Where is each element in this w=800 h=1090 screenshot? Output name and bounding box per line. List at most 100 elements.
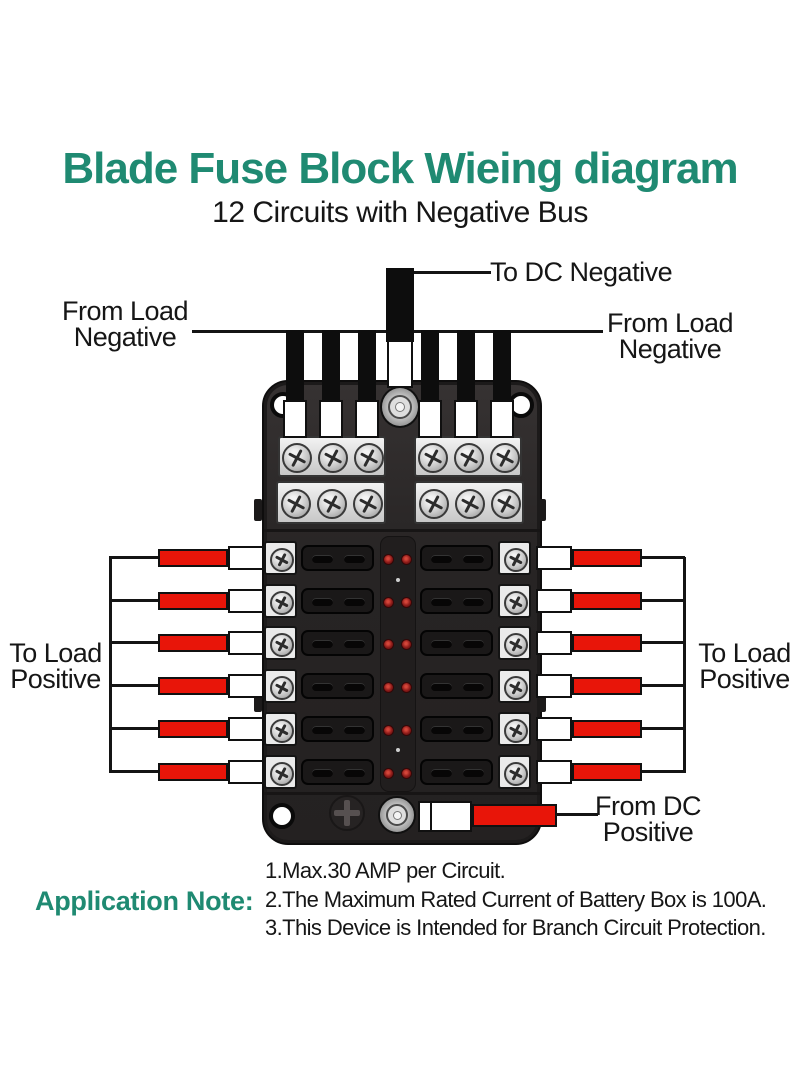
positive-wire-right [572,719,642,738]
terminal-screw-icon [353,489,383,519]
circuit-terminal-left [264,754,297,789]
fuse-blade-opening [312,683,333,692]
fuse-blade-opening [344,640,365,649]
fuse-blade-opening [312,725,333,734]
positive-stud-icon [393,811,402,820]
application-note-heading: Application Note: [35,886,254,916]
page-title: Blade Fuse Block Wieing diagram [62,144,738,193]
blown-fuse-led-indicator [401,596,412,608]
wire-connector [355,400,379,438]
positive-wire-left [158,549,228,567]
phillips-screw-icon [329,795,365,831]
circuit-terminal-right [498,541,531,575]
circuit-row [0,537,800,580]
terminal-screw-icon [317,489,347,519]
negative-wire [358,330,376,402]
wire-connector [228,674,264,699]
load-positive-leader-right [642,556,685,559]
blown-fuse-led-indicator [401,724,412,736]
fuse-blade-opening [463,597,484,606]
fuse-slot-left [301,673,374,700]
fuse-blade-opening [463,768,484,777]
load-positive-leader-right [642,598,685,602]
negative-wire [286,330,304,402]
wire-connector [536,716,572,741]
terminal-screw-icon [504,676,528,701]
negative-wire [322,330,340,402]
negative-bus-strip [414,436,522,477]
fuse-blade-opening [431,640,452,649]
mount-hole-top-right [508,392,534,418]
fuse-blade-opening [312,597,333,606]
positive-wire-right [572,762,642,781]
fuse-slot-right [420,715,493,742]
wire-connector [536,674,572,699]
fuse-blade-opening [344,683,365,692]
terminal-screw-icon [455,489,485,519]
wire-connector [228,588,264,613]
circuit-row [0,708,800,751]
label-to-load-positive-right: To Load Positive [698,638,791,694]
label-from-load-negative-left: From Load Negative [61,296,189,352]
fuse-blade-opening [431,768,452,777]
blown-fuse-led-indicator [401,639,412,651]
terminal-screw-icon [504,761,528,786]
dc-positive-connector [418,801,472,832]
block-groove-top [264,529,540,532]
blown-fuse-led-indicator [383,682,394,694]
circuit-terminal-left [264,583,297,618]
circuit-terminal-left [264,541,297,575]
terminal-screw-icon [282,443,312,473]
wire-connector [319,400,343,438]
dc-negative-leader-line [413,271,491,274]
load-positive-leader-right [642,769,685,773]
fuse-slot-left [301,758,374,785]
load-positive-leader-right [642,726,685,730]
fuse-blade-opening [463,683,484,692]
fuse-slot-right [420,673,493,700]
wire-connector [228,546,264,570]
positive-wire-right [572,591,642,610]
side-tab [254,499,262,521]
negative-bus-strip [276,481,386,524]
fuse-blade-opening [431,683,452,692]
positive-wire-left [158,762,228,781]
circuit-row [0,665,800,708]
terminal-screw-icon [270,761,294,786]
wire-connector [536,759,572,784]
dc-negative-connector [387,340,413,388]
load-positive-bracket-left [109,557,112,773]
label-to-dc-negative: To DC Negative [490,257,673,287]
fuse-blade-opening [344,597,365,606]
positive-wire-left [158,591,228,610]
positive-wire-left [158,677,228,696]
load-positive-leader-left [109,769,158,773]
circuit-row [0,751,800,794]
blown-fuse-led-indicator [383,639,394,651]
terminal-screw-icon [270,548,294,572]
blown-fuse-led-indicator [401,554,412,565]
side-tab [538,690,546,712]
wire-connector [228,759,264,784]
negative-bus-strip [278,436,386,477]
fuse-slot-right [420,758,493,785]
fuse-slot-right [420,545,493,571]
fuse-slot-left [301,545,374,571]
dc-positive-wire [472,804,557,827]
fuse-slot-left [301,715,374,742]
terminal-screw-icon [419,489,449,519]
fuse-blade-opening [344,768,365,777]
terminal-screw-icon [504,548,528,572]
blown-fuse-led-indicator [401,682,412,694]
positive-wire-right [572,677,642,696]
label-to-load-positive-left: To Load Positive [9,638,102,694]
fuse-blade-opening [344,555,365,563]
block-groove-bottom [264,792,540,795]
negative-wire [457,330,475,402]
terminal-screw-icon [491,489,521,519]
negative-wire [493,330,511,402]
load-positive-leader-left [109,726,158,730]
fuse-blade-opening [312,768,333,777]
application-note-item: 1.Max.30 AMP per Circuit. [265,858,506,883]
label-from-load-negative-right: From Load Negative [606,308,734,364]
